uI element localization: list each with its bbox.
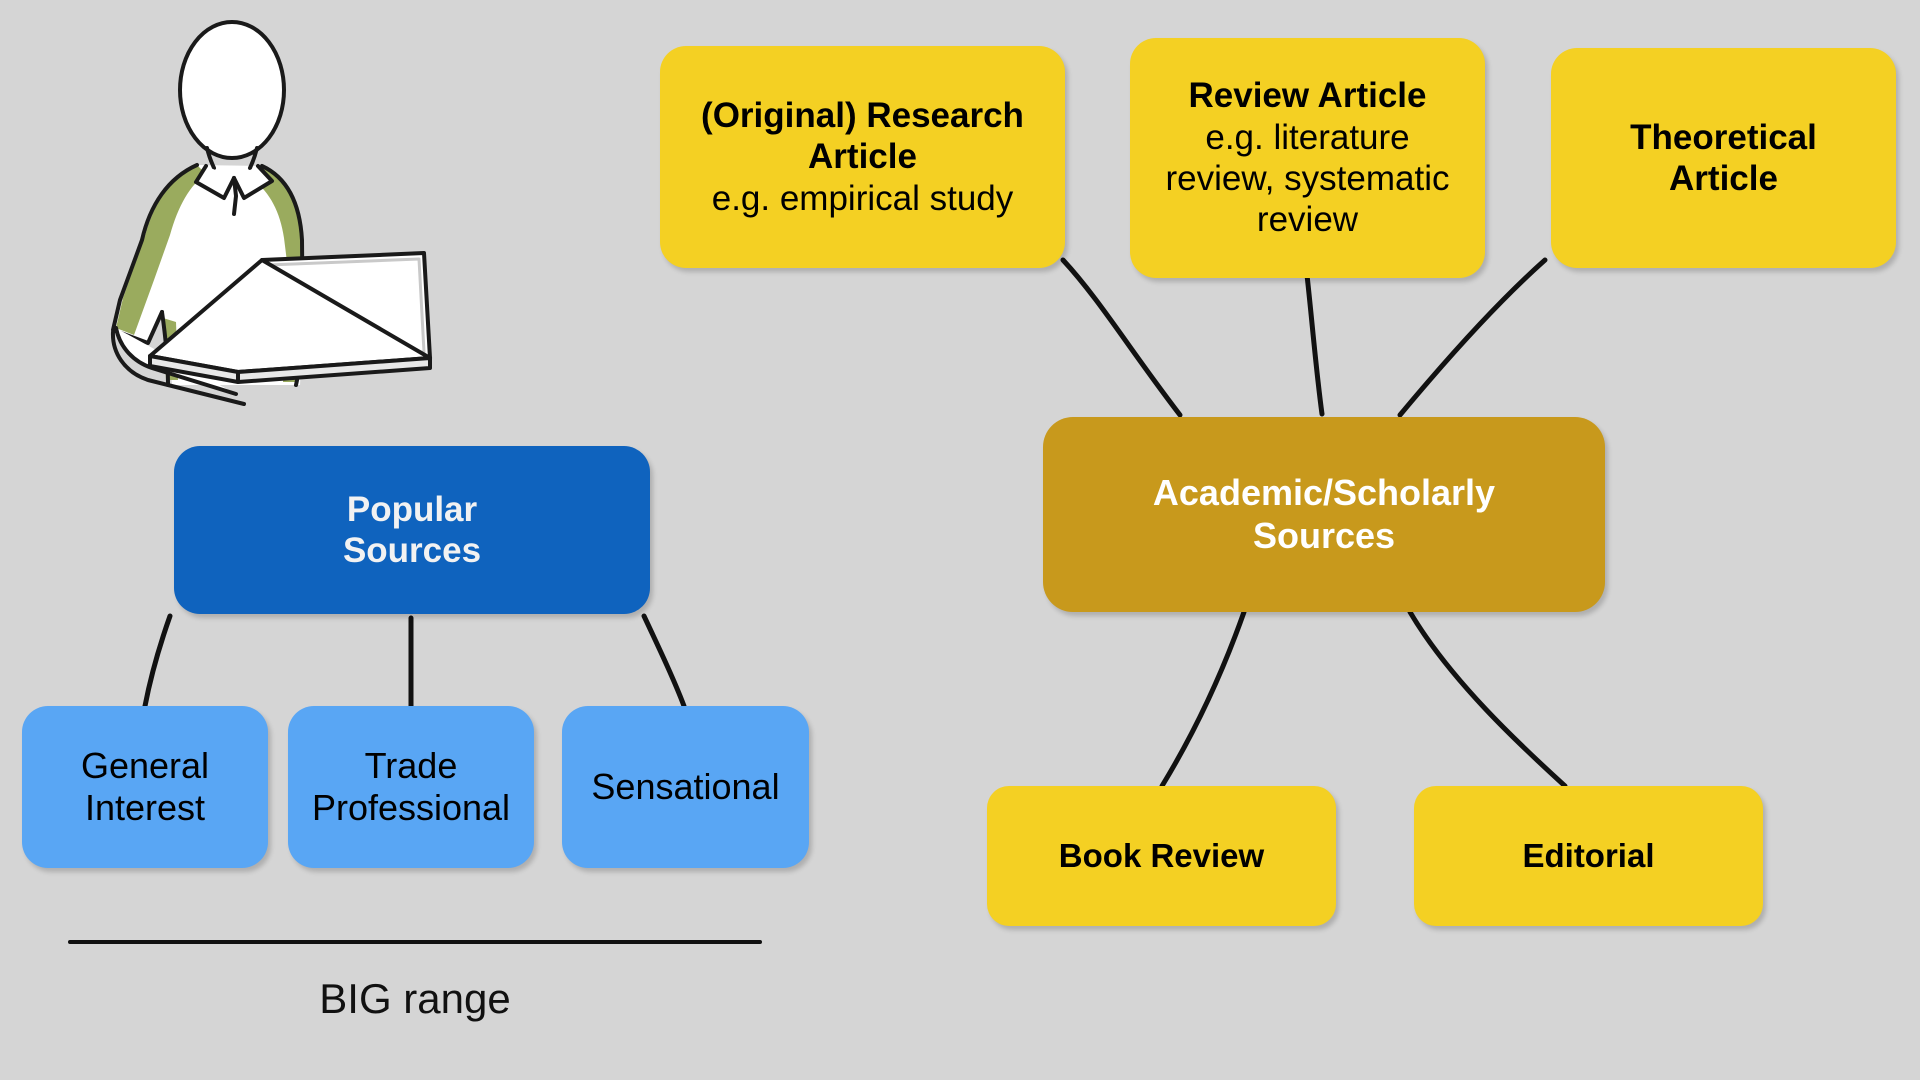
node-subtitle: e.g. literature [1205,117,1410,157]
node-title: Book Review [1058,836,1265,874]
node-subtitle: e.g. empirical study [711,178,1014,218]
node-subtitle-line2: review, systematic [1165,159,1450,198]
connector-academic-theoretical [1397,257,1548,418]
node-title-line2: Sources [342,531,482,570]
connector-academic-research [1060,257,1183,418]
node-title-line2: Interest [84,787,206,828]
connector-academic-review [1304,272,1325,417]
node-title: Trade [364,744,458,786]
node-academic-scholarly-sources[interactable]: Academic/Scholarly Sources [1043,417,1605,612]
node-title: Theoretical [1630,117,1817,157]
node-title: Sensational [591,765,780,807]
node-title-line2: Article [1669,159,1778,198]
node-title-line2: Professional [311,787,511,828]
node-title: Review Article [1188,76,1427,116]
node-trade-professional[interactable]: Trade Professional [288,706,534,868]
big-range-label: BIG range [319,975,511,1022]
connector-academic-editorial [1407,609,1568,789]
node-subtitle-line3: review [1256,200,1359,240]
node-original-research-article[interactable]: (Original) Research Article e.g. empiric… [660,46,1065,268]
node-editorial[interactable]: Editorial [1414,786,1763,926]
node-sensational[interactable]: Sensational [562,706,809,868]
node-popular-sources[interactable]: Popular Sources [174,446,650,614]
node-title: Editorial [1522,836,1655,874]
connector-popular-general [142,613,173,709]
node-title: Popular [346,489,478,529]
node-title-line2: Article [808,137,917,177]
node-title-line2: Sources [1252,514,1396,556]
node-title: Academic/Scholarly [1152,472,1496,514]
big-range-line [68,940,762,944]
node-general-interest[interactable]: General Interest [22,706,268,868]
node-title: General [80,744,210,786]
connector-popular-sensational [641,613,687,709]
node-review-article[interactable]: Review Article e.g. literature review, s… [1130,38,1485,278]
node-title: (Original) Research [701,96,1024,136]
node-book-review[interactable]: Book Review [987,786,1336,926]
node-theoretical-article[interactable]: Theoretical Article [1551,48,1896,268]
connector-academic-bookreview [1159,609,1247,789]
